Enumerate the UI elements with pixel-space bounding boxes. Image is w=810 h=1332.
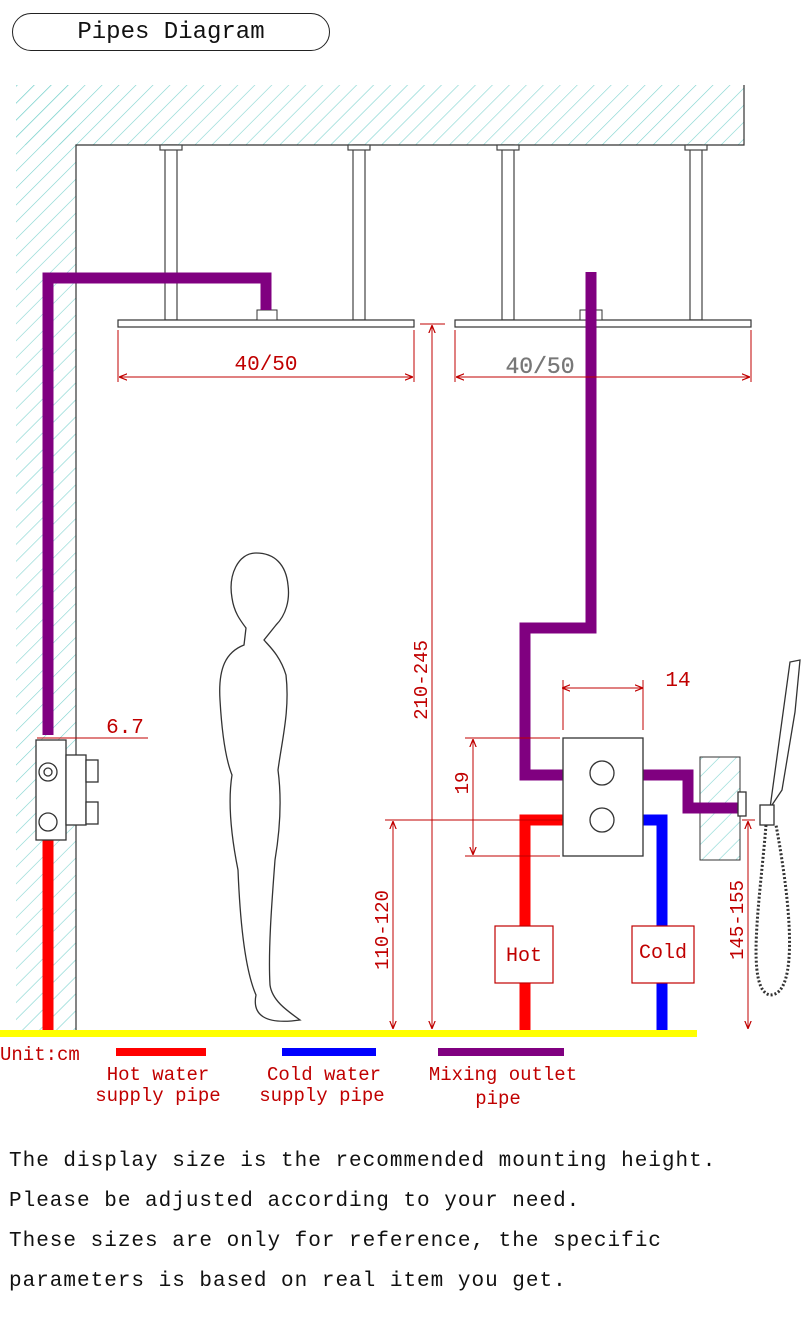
- hand-shower: [737, 659, 801, 997]
- hot-tag: [494, 925, 554, 984]
- ceiling-hatch: [16, 85, 744, 145]
- title-badge: Pipes Diagram: [12, 13, 330, 51]
- dim-ceiling-height: 210-245: [411, 640, 433, 720]
- unit-label: Unit:cm: [0, 1044, 80, 1066]
- legend-hot-line1: Hot water: [107, 1064, 210, 1086]
- floor: [0, 1030, 697, 1037]
- left-valve: [35, 739, 99, 841]
- note-line-1: The display size is the recommended moun…: [9, 1150, 717, 1173]
- note-line-4: parameters is based on real item you get…: [9, 1270, 567, 1293]
- wall-outline: [75, 85, 745, 1030]
- dim-valve-height: 110-120: [372, 890, 394, 970]
- dim-valve-offset: 6.7: [106, 717, 144, 740]
- hot-tag-label: Hot: [506, 945, 542, 968]
- person-silhouette: [219, 552, 302, 1022]
- legend-cold-line1: Cold water: [267, 1064, 381, 1086]
- cold-tag: [631, 925, 695, 984]
- legend-cold-line2: supply pipe: [259, 1085, 384, 1107]
- hot-pipes: [42, 814, 566, 1030]
- legend-mix-line2: pipe: [475, 1088, 521, 1110]
- legend-hot-line2: supply pipe: [95, 1085, 220, 1107]
- shower-head-left: [117, 319, 415, 328]
- thermostatic-valve: [562, 737, 644, 857]
- pipe-diagram: 40/50 40/50 210-245 6.7 14 19 110-120 14…: [0, 85, 801, 1110]
- legend-cold-swatch: [282, 1048, 376, 1056]
- ceiling-rods: [159, 144, 708, 321]
- cold-tag-label: Cold: [639, 942, 687, 965]
- note-line-2: Please be adjusted according to your nee…: [9, 1190, 581, 1213]
- page-title: Pipes Diagram: [77, 19, 265, 46]
- mix-pipes: [42, 272, 738, 814]
- cold-pipes: [642, 814, 668, 1030]
- dim-shower-head-left: 40/50: [234, 354, 297, 377]
- legend-mix-swatch: [438, 1048, 564, 1056]
- shower-head-right: [454, 319, 752, 328]
- dim-valve-width: 14: [665, 670, 690, 693]
- dim-shower-head-right: 40/50: [505, 354, 574, 380]
- dim-handheld-height: 145-155: [727, 880, 749, 960]
- legend-mix-line1: Mixing outlet: [429, 1064, 577, 1086]
- note-line-3: These sizes are only for reference, the …: [9, 1230, 662, 1253]
- dim-valve-spacing: 19: [452, 772, 474, 795]
- legend-hot-swatch: [116, 1048, 206, 1056]
